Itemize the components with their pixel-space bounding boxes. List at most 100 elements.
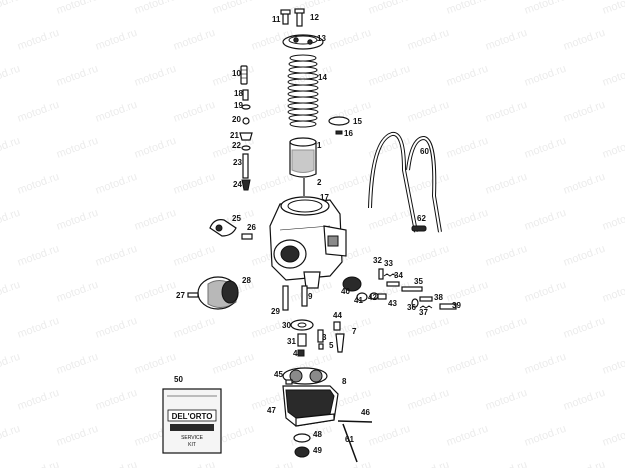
screw-34 — [386, 281, 400, 287]
drain-screw-49 — [294, 446, 310, 458]
fitting-44 — [333, 321, 341, 331]
watermark-text: motod.ru — [172, 99, 217, 125]
callout-29: 29 — [271, 307, 280, 316]
watermark-text: motod.ru — [406, 387, 451, 413]
watermark-text: motod.ru — [16, 171, 61, 197]
lever-25 — [209, 219, 237, 237]
watermark-text: motod.ru — [0, 0, 22, 17]
callout-13: 13 — [317, 34, 326, 43]
watermark-text: motod.ru — [55, 0, 100, 17]
washer-41 — [356, 292, 368, 302]
package-line1: SERVICE — [181, 435, 204, 441]
callout-25: 25 — [232, 214, 241, 223]
watermark-text: motod.ru — [94, 171, 139, 197]
watermark-text: motod.ru — [445, 135, 490, 161]
spring-18 — [242, 89, 249, 101]
callout-23: 23 — [233, 158, 242, 167]
callout-34: 34 — [394, 271, 403, 280]
watermark-text: motod.ru — [94, 243, 139, 269]
choke-plunger-24 — [241, 179, 251, 191]
watermark-text: motod.ru — [94, 99, 139, 125]
watermark-text: motod.ru — [523, 279, 568, 305]
watermark-text: motod.ru — [133, 63, 178, 89]
float-8 — [282, 367, 328, 385]
top-cover-13 — [282, 34, 324, 50]
watermark-text: motod.ru — [601, 135, 625, 161]
screw-29 — [282, 285, 289, 311]
pin-45 — [285, 379, 293, 385]
watermark-text: motod.ru — [601, 0, 625, 17]
seal-20 — [242, 117, 250, 125]
watermark-text: motod.ru — [562, 459, 607, 468]
watermark-text: motod.ru — [55, 207, 100, 233]
callout-17: 17 — [320, 193, 329, 202]
watermark-text: motod.ru — [406, 459, 451, 468]
callout-12: 12 — [310, 13, 319, 22]
callout-4: 4 — [293, 349, 298, 358]
callout-41: 41 — [354, 296, 363, 305]
vent-rod-61 — [342, 423, 358, 463]
watermark-text: motod.ru — [445, 207, 490, 233]
callout-38: 38 — [434, 293, 443, 302]
callout-47: 47 — [267, 406, 276, 415]
watermark-text: motod.ru — [406, 315, 451, 341]
watermark-text: motod.ru — [0, 135, 22, 161]
watermark-text: motod.ru — [172, 315, 217, 341]
jet-holder-31 — [297, 333, 307, 347]
watermark-text: motod.ru — [523, 207, 568, 233]
carburetor-body-17 — [269, 196, 347, 289]
jet-4 — [297, 349, 305, 357]
watermark-text: motod.ru — [562, 99, 607, 125]
watermark-text: motod.ru — [445, 351, 490, 377]
screw-32 — [378, 268, 384, 280]
drain-pin-46 — [337, 420, 373, 423]
washer-19 — [241, 104, 251, 110]
watermark-text: motod.ru — [133, 135, 178, 161]
callout-20: 20 — [232, 115, 241, 124]
watermark-text: motod.ru — [406, 243, 451, 269]
watermark-text: motod.ru — [0, 423, 22, 449]
callout-7: 7 — [352, 327, 357, 336]
watermark-text: motod.ru — [601, 279, 625, 305]
watermark-text: motod.ru — [133, 0, 178, 17]
watermark-text: motod.ru — [16, 99, 61, 125]
callout-30: 30 — [282, 321, 291, 330]
callout-15: 15 — [353, 117, 362, 126]
watermark-text: motod.ru — [94, 315, 139, 341]
watermark-text: motod.ru — [562, 387, 607, 413]
watermark-text: motod.ru — [484, 99, 529, 125]
callout-37: 37 — [419, 308, 428, 317]
callout-46: 46 — [361, 408, 370, 417]
watermark-text: motod.ru — [16, 459, 61, 468]
watermark-text: motod.ru — [523, 63, 568, 89]
watermark-text: motod.ru — [367, 351, 412, 377]
callout-50: 50 — [174, 375, 183, 384]
jet-5 — [318, 343, 324, 350]
watermark-text: motod.ru — [250, 459, 295, 468]
callout-49: 49 — [313, 446, 322, 455]
stud-9 — [301, 285, 308, 307]
jet-43 — [377, 293, 387, 300]
watermark-text: motod.ru — [523, 423, 568, 449]
callout-32: 32 — [373, 256, 382, 265]
callout-10: 10 — [232, 69, 241, 78]
watermark-text: motod.ru — [0, 351, 22, 377]
watermark-text: motod.ru — [211, 351, 256, 377]
watermark-text: motod.ru — [55, 351, 100, 377]
callout-60: 60 — [420, 147, 429, 156]
callout-5: 5 — [329, 341, 334, 350]
watermark-text: motod.ru — [55, 279, 100, 305]
jet-35 — [401, 286, 423, 292]
callout-19: 19 — [234, 101, 243, 110]
watermark-text: motod.ru — [484, 315, 529, 341]
watermark-text: motod.ru — [523, 0, 568, 17]
clamp-screw-27 — [187, 292, 199, 298]
callout-22: 22 — [232, 141, 241, 150]
watermark-text: motod.ru — [484, 459, 529, 468]
watermark-text: motod.ru — [406, 27, 451, 53]
watermark-text: motod.ru — [484, 387, 529, 413]
callout-33: 33 — [384, 259, 393, 268]
watermark-text: motod.ru — [601, 351, 625, 377]
watermark-text: motod.ru — [562, 243, 607, 269]
